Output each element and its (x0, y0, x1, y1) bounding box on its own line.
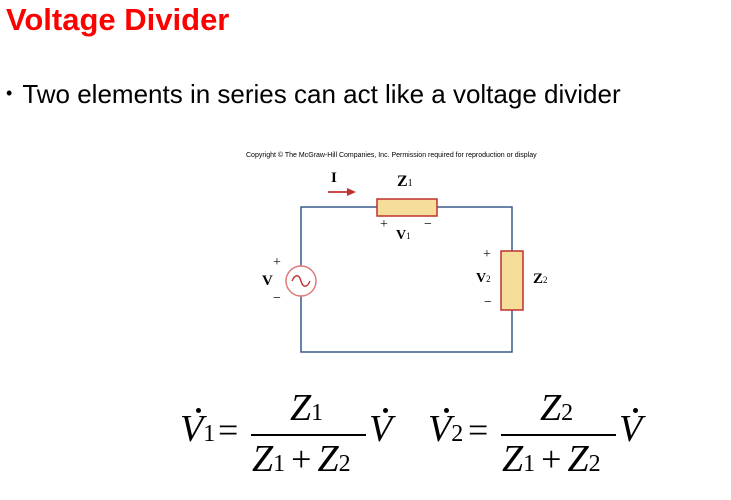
bullet-item: • Two elements in series can act like a v… (6, 79, 621, 110)
v1-minus: − (424, 217, 432, 232)
v1-plus: + (380, 217, 388, 232)
circuit-wire (300, 206, 513, 353)
v2-minus: − (484, 295, 492, 310)
z2-resistor (500, 250, 524, 311)
eq1-denominator: Z1+Z2 (252, 438, 351, 480)
v2-label: V2 (476, 271, 491, 286)
current-label: I (331, 170, 337, 186)
rhs-dot (383, 408, 388, 413)
z2-label: Z2 (533, 271, 548, 287)
eq1-lhs: V1 (180, 408, 216, 450)
bullet-marker: • (6, 83, 13, 103)
sine-wave-icon (291, 275, 311, 287)
source-label: V (262, 273, 273, 289)
eq1-equals: = (218, 410, 239, 450)
eq2-equals: = (468, 410, 489, 450)
eq2-numerator: Z2 (540, 387, 574, 429)
z1-resistor (376, 198, 438, 217)
bullet-text: Two elements in series can act like a vo… (22, 79, 621, 109)
eq1-rhs: V (369, 408, 393, 450)
eq2-rhs: V (619, 408, 643, 450)
figure-copyright: Copyright © The McGraw-Hill Companies, I… (246, 152, 537, 159)
source-plus: + (273, 255, 281, 270)
rhs-dot (633, 408, 638, 413)
eq2-fraction-bar (501, 434, 616, 436)
current-arrowhead (347, 188, 356, 196)
eq1-numerator: Z1 (290, 387, 324, 429)
eq2-denominator: Z1+Z2 (502, 438, 601, 480)
eq1-fraction-bar (251, 434, 366, 436)
slide-title: Voltage Divider (6, 2, 230, 37)
lhs-dot (196, 408, 201, 413)
z1-label: Z1 (397, 173, 413, 190)
v2-plus: + (483, 247, 491, 262)
eq2-lhs: V2 (428, 408, 464, 450)
v1-label: V1 (396, 228, 411, 243)
lhs-dot (444, 408, 449, 413)
source-minus: − (273, 291, 281, 306)
